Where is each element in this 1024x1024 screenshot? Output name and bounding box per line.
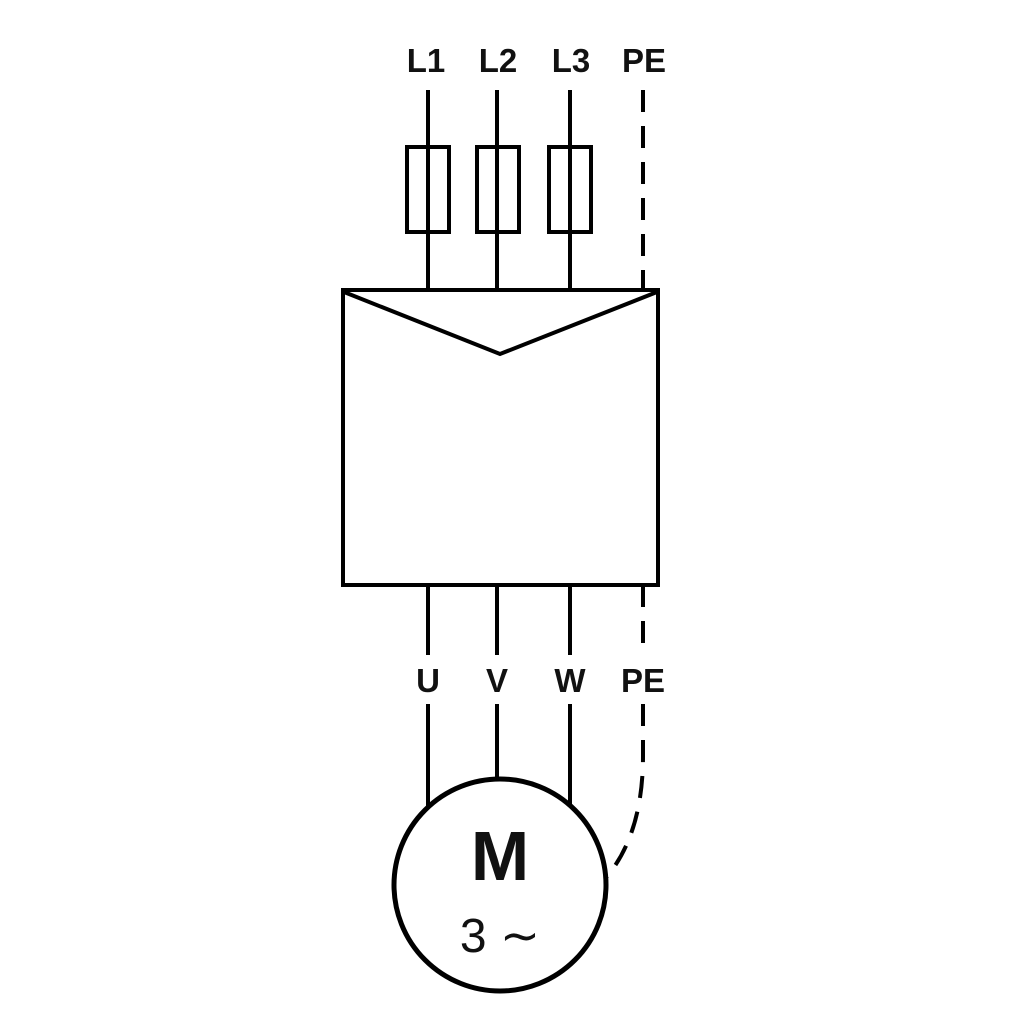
motor-label-u: U: [416, 662, 440, 699]
drive-box-flap: [343, 290, 658, 357]
supply-label-l1: L1: [407, 42, 446, 79]
motor-label-pe: PE: [621, 662, 665, 699]
motor-label-v: V: [486, 662, 508, 699]
supply-label-pe: PE: [622, 42, 666, 79]
motor-label-w: W: [554, 662, 586, 699]
supply-label-l3: L3: [552, 42, 591, 79]
supply-label-l2: L2: [479, 42, 518, 79]
fuse-l2-icon: [475, 145, 521, 234]
fuse-l1-icon: [405, 145, 451, 234]
conductor-pe-lower: [602, 704, 645, 882]
motor-circle: [391, 776, 609, 994]
motor-phase-label: 3 ∼: [460, 910, 540, 963]
drive-box: [341, 288, 660, 587]
motor-symbol: M: [471, 817, 529, 895]
fuse-l3-icon: [547, 145, 593, 234]
